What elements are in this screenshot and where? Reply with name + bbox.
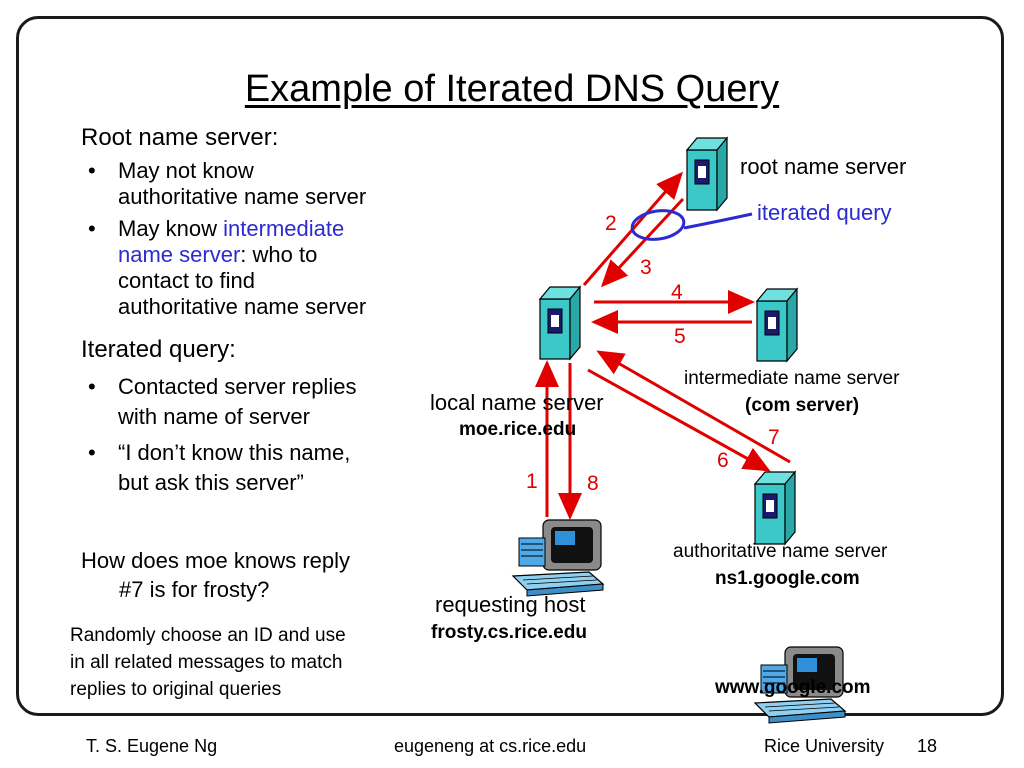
intermediate-server-icon: [756, 288, 798, 362]
iterated-query-ellipse: [630, 209, 686, 241]
step-2-label: 2: [605, 212, 617, 235]
requesting-host-label: requesting host: [435, 592, 586, 617]
authoritative-server-host: ns1.google.com: [715, 568, 860, 589]
local-server-label: local name server: [430, 390, 604, 415]
question-text: How does moe knows reply #7 is for frost…: [81, 548, 351, 602]
local-server-icon: [539, 286, 581, 360]
authoritative-server-label: authoritative name server: [673, 541, 888, 562]
iterated-query-label: iterated query: [757, 200, 892, 225]
bullet-dot: •: [88, 158, 96, 183]
root-bullet-list: • May not know authoritative name server…: [80, 158, 366, 320]
step-7-label: 7: [768, 426, 780, 449]
highlight-intermediate: intermediate: [223, 216, 345, 241]
www-host-label: www.google.com: [715, 677, 871, 698]
root-bullet-1: • May not know authoritative name server: [88, 158, 367, 209]
arrow-3: [600, 197, 685, 288]
iter-bullet-2: • “I don’t know this name, but ask this …: [88, 440, 351, 495]
root-server-icon: [686, 137, 728, 211]
root-server-label: root name server: [740, 154, 907, 179]
bullet-dot: •: [88, 374, 96, 399]
footer-email: eugeneng at cs.rice.edu: [394, 736, 587, 756]
local-server-host: moe.rice.edu: [459, 419, 577, 440]
step-6-label: 6: [717, 449, 729, 472]
authoritative-server-icon: [754, 471, 796, 545]
slide-title: Example of Iterated DNS Query: [244, 68, 780, 110]
footer-org: Rice University: [764, 736, 885, 756]
step-1-label: 1: [526, 470, 538, 493]
iterated-query-connector: [683, 212, 753, 230]
root-bullet-2: • May know intermediate name server: who…: [88, 216, 367, 319]
slide-frame: [16, 16, 1004, 716]
iter-heading: Iterated query:: [81, 336, 236, 363]
iter-bullet-list: • Contacted server replies with name of …: [80, 372, 356, 498]
footer-author: T. S. Eugene Ng: [86, 736, 218, 756]
step-5-label: 5: [674, 325, 686, 348]
step-3-label: 3: [640, 256, 652, 279]
highlight-name-server: name server: [118, 242, 241, 267]
requesting-host-icon: [512, 519, 604, 597]
requesting-host-name: frosty.cs.rice.edu: [431, 622, 587, 643]
step-8-label: 8: [587, 472, 599, 495]
bullet-dot: •: [88, 216, 96, 241]
bullet-dot: •: [88, 440, 96, 465]
intermediate-server-sub: (com server): [745, 395, 860, 416]
arrow-6: [587, 368, 771, 472]
iter-bullet-1: • Contacted server replies with name of …: [88, 374, 357, 429]
root-heading: Root name server:: [81, 124, 279, 151]
intermediate-server-label: intermediate name server: [684, 368, 900, 389]
arrow-7: [596, 350, 791, 464]
answer-text: Randomly choose an ID and use in all rel…: [70, 625, 346, 700]
step-4-label: 4: [671, 281, 683, 304]
footer-page-number: 18: [917, 736, 938, 756]
